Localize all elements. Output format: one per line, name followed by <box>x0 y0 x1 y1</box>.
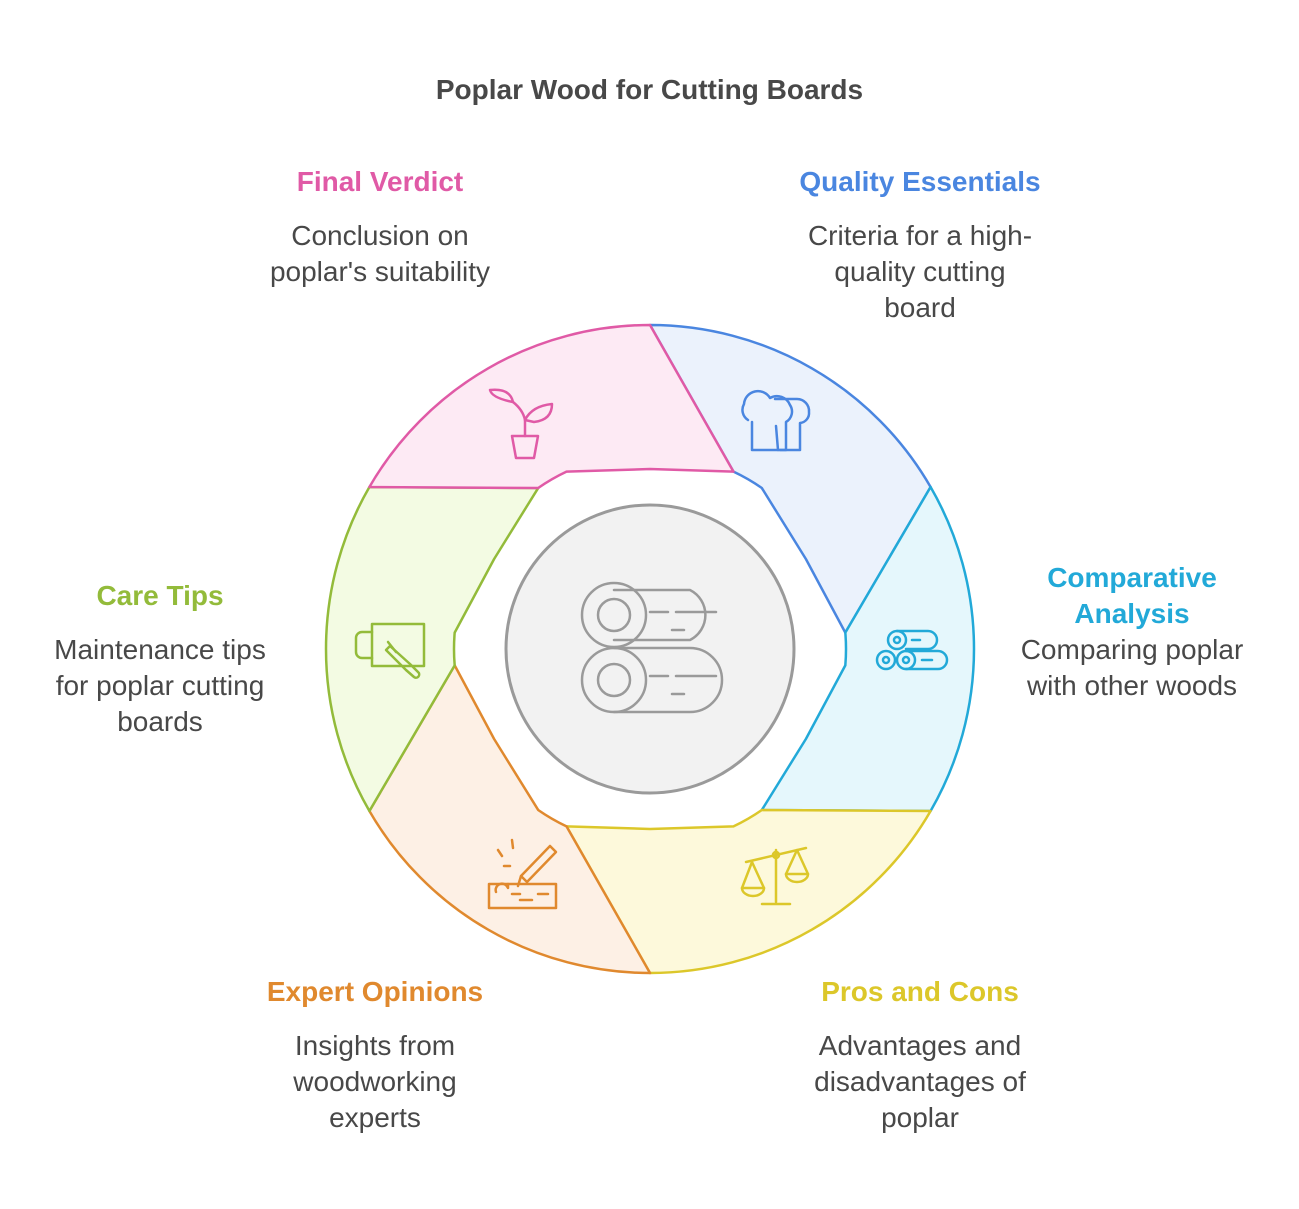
segment-description: Comparing poplar with other woods <box>1020 634 1244 701</box>
segment-description: Criteria for a high-quality cutting boar… <box>807 220 1033 323</box>
wood-logs-icon <box>580 581 724 714</box>
segment-title: Quality Essentials <box>799 166 1041 197</box>
segment-description: Maintenance tips for poplar cutting boar… <box>54 634 266 737</box>
segment-description: Advantages and disadvantages of poplar <box>814 1030 1026 1133</box>
segment-expert <box>368 664 652 975</box>
segment-comparative <box>760 485 976 813</box>
segment-title: Expert Opinions <box>266 976 484 1007</box>
segment-title: Comparative Analysis <box>1047 562 1217 629</box>
label-quality-essentials: Quality Essentials Criteria for a high-q… <box>770 164 1070 326</box>
label-comparative-analysis: Comparative Analysis Comparing poplar wi… <box>1007 560 1257 704</box>
segment-quality <box>648 323 932 634</box>
segment-pros <box>565 808 932 975</box>
segment-care <box>324 485 540 813</box>
label-care-tips: Care Tips Maintenance tips for poplar cu… <box>35 578 285 740</box>
segment-description: Insights from woodworking experts <box>293 1030 457 1133</box>
label-pros-and-cons: Pros and Cons Advantages and disadvantag… <box>770 974 1070 1136</box>
chef-hat-icon <box>741 389 811 452</box>
label-final-verdict: Final Verdict Conclusion on poplar's sui… <box>230 164 530 290</box>
cutting-board-knife-icon <box>354 622 426 679</box>
logs-pile-icon <box>875 629 949 671</box>
wood-carving-icon <box>487 838 558 910</box>
label-expert-opinions: Expert Opinions Insights from woodworkin… <box>225 974 525 1136</box>
segment-title: Final Verdict <box>296 166 464 197</box>
diagram-title: Poplar Wood for Cutting Boards <box>435 74 864 105</box>
balance-scale-icon <box>740 846 810 906</box>
segment-title: Care Tips <box>96 580 224 611</box>
potted-plant-icon <box>488 388 554 460</box>
segment-description: Conclusion on poplar's suitability <box>269 220 491 287</box>
segment-title: Pros and Cons <box>821 976 1019 1007</box>
